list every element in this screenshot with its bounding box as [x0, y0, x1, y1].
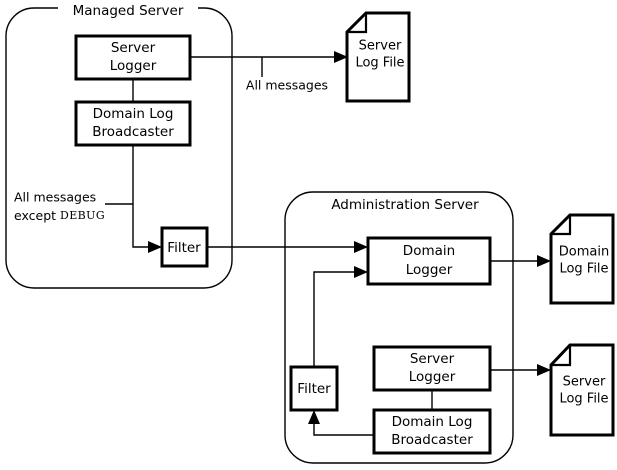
node-as-server-logger[interactable]: Server Logger [372, 345, 492, 392]
as-server-logger-box[interactable] [372, 345, 492, 392]
ms-server-logger-label-line1: Server [111, 40, 156, 56]
as-domain-log-file-shape[interactable] [549, 213, 615, 305]
ms-server-log-file-label-line1: Server [359, 39, 402, 54]
as-domain-log-broadcaster-label-line2: Broadcaster [391, 432, 473, 448]
edge-as-filter-to-domain-logger [313, 266, 368, 367]
ms-server-logger-label-line2: Logger [110, 58, 157, 74]
ms-server-logger-box[interactable] [74, 34, 192, 81]
ms-domain-log-broadcaster-box[interactable] [74, 100, 192, 147]
ms-domain-log-broadcaster-label-line2: Broadcaster [92, 124, 174, 140]
except-word: except [14, 208, 60, 223]
as-domain-log-file-label-line2: Log File [559, 262, 608, 277]
all-messages-label: All messages [246, 78, 328, 93]
container-administration-server: Administration Server [284, 191, 514, 464]
node-as-filter[interactable]: Filter [289, 365, 339, 412]
document-as-domain-log-file[interactable]: Domain Log File [549, 213, 615, 305]
edge-as-domain-logger-to-domain-log-file [490, 255, 551, 267]
edge-ms-filter-to-domain-logger [207, 241, 368, 253]
document-as-server-log-file[interactable]: Server Log File [549, 343, 615, 437]
edge-ms-broadcaster-to-filter [105, 145, 162, 253]
as-domain-logger-label-line2: Logger [406, 262, 453, 278]
ms-server-log-file-shape[interactable] [345, 11, 411, 103]
as-server-log-file-shape[interactable] [549, 343, 615, 437]
as-domain-log-broadcaster-box[interactable] [372, 408, 492, 455]
ms-server-log-file-fold [347, 13, 368, 34]
debug-level-term: DEBUG [60, 209, 105, 222]
as-domain-log-broadcaster-label-line1: Domain Log [392, 414, 473, 430]
as-server-log-file-label-line2: Log File [559, 392, 608, 407]
container-managed-server: Managed Server [5, 2, 233, 289]
ms-server-log-file-label-line2: Log File [355, 56, 404, 71]
as-domain-logger-label-line1: Domain [403, 243, 455, 259]
as-filter-box[interactable] [289, 365, 339, 412]
managed-server-title: Managed Server [73, 3, 184, 19]
as-domain-log-file-label-line1: Domain [559, 245, 609, 260]
edge-as-broadcaster-to-filter [308, 410, 374, 436]
as-server-log-file-label-line1: Server [563, 375, 606, 390]
as-domain-logger-box[interactable] [366, 236, 492, 286]
node-as-domain-log-broadcaster[interactable]: Domain Log Broadcaster [372, 408, 492, 455]
ms-domain-log-broadcaster-label-line1: Domain Log [93, 106, 174, 122]
node-ms-filter[interactable]: Filter [160, 226, 209, 268]
edge-label-all-messages: All messages [246, 78, 328, 93]
edge-label-all-messages-except-debug: All messages except DEBUG [14, 190, 105, 223]
managed-server-title-backdrop [58, 2, 198, 18]
administration-server-title: Administration Server [331, 197, 479, 213]
all-messages-except-debug-line2: except DEBUG [14, 208, 105, 223]
edge-ms-server-logger-to-server-log-file [190, 51, 348, 77]
as-domain-log-file-fold [551, 215, 572, 236]
administration-server-title-backdrop [320, 196, 490, 212]
node-ms-server-logger[interactable]: Server Logger [74, 34, 192, 81]
node-ms-domain-log-broadcaster[interactable]: Domain Log Broadcaster [74, 100, 192, 147]
managed-server-boundary [5, 7, 233, 289]
as-server-logger-label-line2: Logger [409, 369, 456, 385]
document-ms-server-log-file[interactable]: Server Log File [345, 11, 411, 103]
all-messages-except-debug-line1: All messages [14, 190, 96, 205]
as-server-log-file-fold [551, 345, 572, 367]
edge-as-server-logger-to-server-log-file [490, 364, 551, 376]
as-filter-label: Filter [297, 381, 331, 397]
ms-filter-label: Filter [167, 240, 201, 256]
administration-server-boundary [284, 191, 514, 464]
as-server-logger-label-line1: Server [410, 351, 455, 367]
ms-filter-box[interactable] [160, 226, 209, 268]
node-as-domain-logger[interactable]: Domain Logger [366, 236, 492, 286]
